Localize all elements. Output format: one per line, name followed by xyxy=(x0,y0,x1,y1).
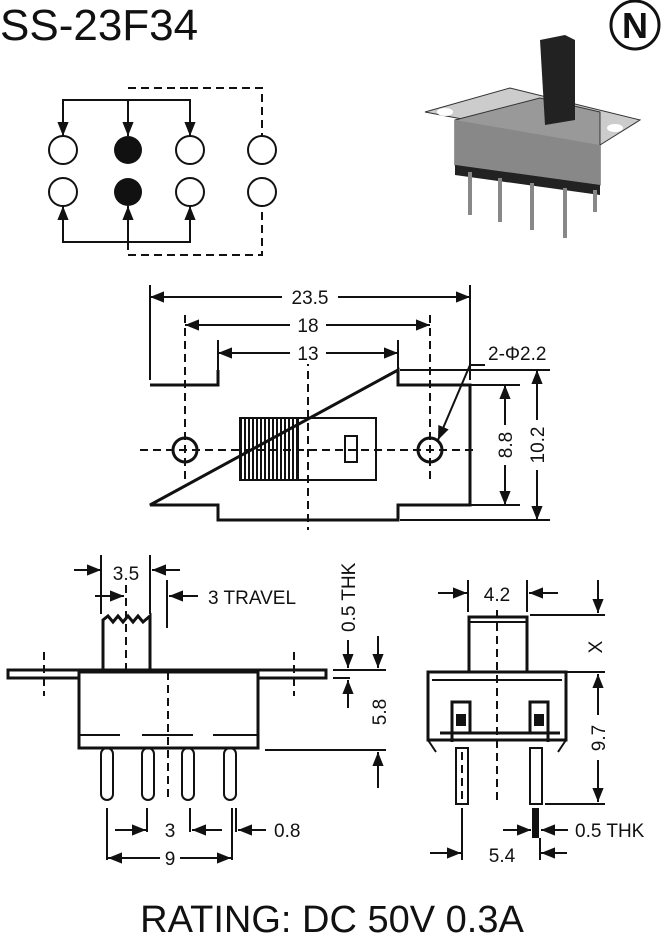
dim-pin-span: 9 xyxy=(165,849,176,870)
dim-pin-thickness: 0.5 THK xyxy=(575,821,645,842)
dim-hole-diameter: 2-Φ2.2 xyxy=(488,344,546,365)
dim-travel: 3 TRAVEL xyxy=(208,588,296,609)
dim-pin-spacing: 5.4 xyxy=(489,846,516,867)
logo-letter: N xyxy=(622,5,648,46)
dim-body-height: 8.8 xyxy=(496,432,517,458)
dim-hole-spacing: 18 xyxy=(297,316,318,337)
dim-actuator-height: X xyxy=(586,640,607,653)
dim-actuator-width: 3.5 xyxy=(113,564,139,585)
brand-logo: N xyxy=(609,0,661,51)
dim-body-height-side: 5.8 xyxy=(370,699,391,725)
switch-product-image xyxy=(424,35,642,238)
side-view-drawing: 3.5 3 TRAVEL 0.5 THK 5.8 3 0.8 9 xyxy=(6,555,391,870)
top-view-drawing: 23.5 18 13 2-Φ2.2 8.8 10.2 xyxy=(140,285,550,530)
dim-pin-pitch: 3 xyxy=(165,821,176,842)
dim-plate-height: 10.2 xyxy=(528,427,549,464)
end-view-drawing: 4.2 X 9.7 0.5 THK 5.4 xyxy=(426,580,645,867)
pin-layout-schematic xyxy=(48,87,277,256)
dim-end-height: 9.7 xyxy=(589,725,610,751)
dim-plate-thickness: 0.5 THK xyxy=(339,562,360,632)
dim-end-actuator-width: 4.2 xyxy=(484,585,510,606)
rating-text: RATING: DC 50V 0.3A xyxy=(140,899,524,939)
part-number-title: SS-23F34 xyxy=(0,1,198,50)
dim-body-width: 13 xyxy=(297,344,318,365)
dim-pin-width: 0.8 xyxy=(274,821,300,842)
dim-overall-width: 23.5 xyxy=(292,288,329,309)
